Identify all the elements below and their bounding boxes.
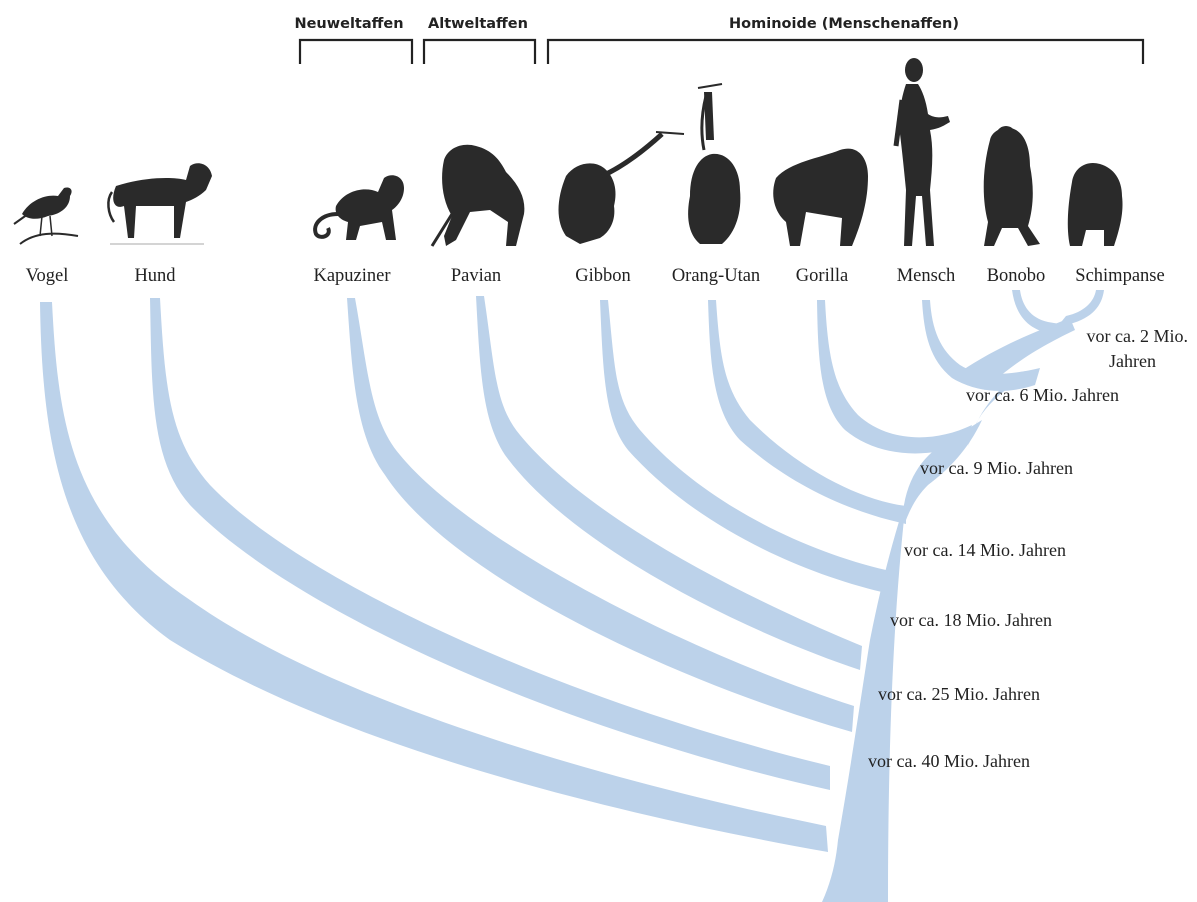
- human-icon: [893, 58, 950, 246]
- taxon-labels: Vogel Hund Kapuziner Pavian Gibbon Orang…: [26, 266, 1165, 286]
- branch-mensch: [922, 300, 1040, 391]
- branch-gibbon: [600, 300, 886, 592]
- divergence-labels: vor ca. 2 Mio. Jahren vor ca. 6 Mio. Jah…: [868, 326, 1188, 771]
- trunk-branch: [822, 500, 906, 902]
- bonobo-icon: [983, 126, 1040, 246]
- branch-kapuziner: [347, 298, 854, 732]
- dog-icon: [107, 163, 212, 245]
- divergence-label-2-mio-line1: vor ca. 2 Mio.: [1087, 326, 1188, 346]
- baboon-icon: [430, 144, 525, 247]
- branch-schimpanse: [1058, 290, 1104, 326]
- group-label-hominoids: Hominoide (Menschenaffen): [729, 16, 959, 32]
- divergence-label-18-mio: vor ca. 18 Mio. Jahren: [890, 610, 1052, 630]
- taxon-label-pavian: Pavian: [451, 266, 501, 286]
- bracket-old-world: [422, 38, 537, 64]
- branch-bonobo: [1012, 290, 1060, 334]
- group-label-old-world: Altweltaffen: [428, 16, 528, 32]
- divergence-label-2-mio-line2: Jahren: [1109, 351, 1156, 371]
- gibbon-icon: [558, 131, 685, 244]
- divergence-label-6-mio: vor ca. 6 Mio. Jahren: [966, 385, 1119, 405]
- taxon-label-kapuziner: Kapuziner: [313, 266, 390, 286]
- divergence-label-9-mio: vor ca. 9 Mio. Jahren: [920, 458, 1073, 478]
- divergence-label-25-mio: vor ca. 25 Mio. Jahren: [878, 684, 1040, 704]
- divergence-label-40-mio: vor ca. 40 Mio. Jahren: [868, 751, 1030, 771]
- branch-orang-utan: [708, 300, 906, 524]
- group-brackets: [298, 38, 1145, 64]
- branch-pan-stem: [960, 318, 1075, 390]
- taxon-label-hund: Hund: [134, 266, 176, 286]
- bracket-new-world: [298, 38, 414, 64]
- taxon-label-gibbon: Gibbon: [575, 266, 631, 286]
- branch-vogel: [40, 302, 828, 852]
- bird-icon: [13, 187, 79, 245]
- taxon-label-orang-utan: Orang-Utan: [672, 266, 760, 286]
- taxon-label-gorilla: Gorilla: [796, 266, 848, 286]
- taxon-label-schimpanse: Schimpanse: [1075, 266, 1164, 286]
- tree-branches: [40, 290, 1104, 902]
- animal-illustrations: [13, 58, 1123, 247]
- capuchin-icon: [313, 175, 404, 240]
- branch-pavian: [476, 296, 862, 670]
- group-label-new-world: Neuweltaffen: [294, 16, 403, 32]
- taxon-label-vogel: Vogel: [26, 266, 69, 286]
- gorilla-icon: [773, 148, 868, 246]
- chimpanzee-icon: [1067, 162, 1123, 246]
- orangutan-icon: [688, 83, 741, 244]
- bracket-hominoids: [546, 38, 1145, 64]
- group-labels: Neuweltaffen Altweltaffen Hominoide (Men…: [294, 16, 959, 32]
- taxon-label-mensch: Mensch: [897, 266, 956, 286]
- taxon-label-bonobo: Bonobo: [987, 266, 1046, 286]
- branch-gorilla: [817, 300, 972, 454]
- divergence-label-14-mio: vor ca. 14 Mio. Jahren: [904, 540, 1066, 560]
